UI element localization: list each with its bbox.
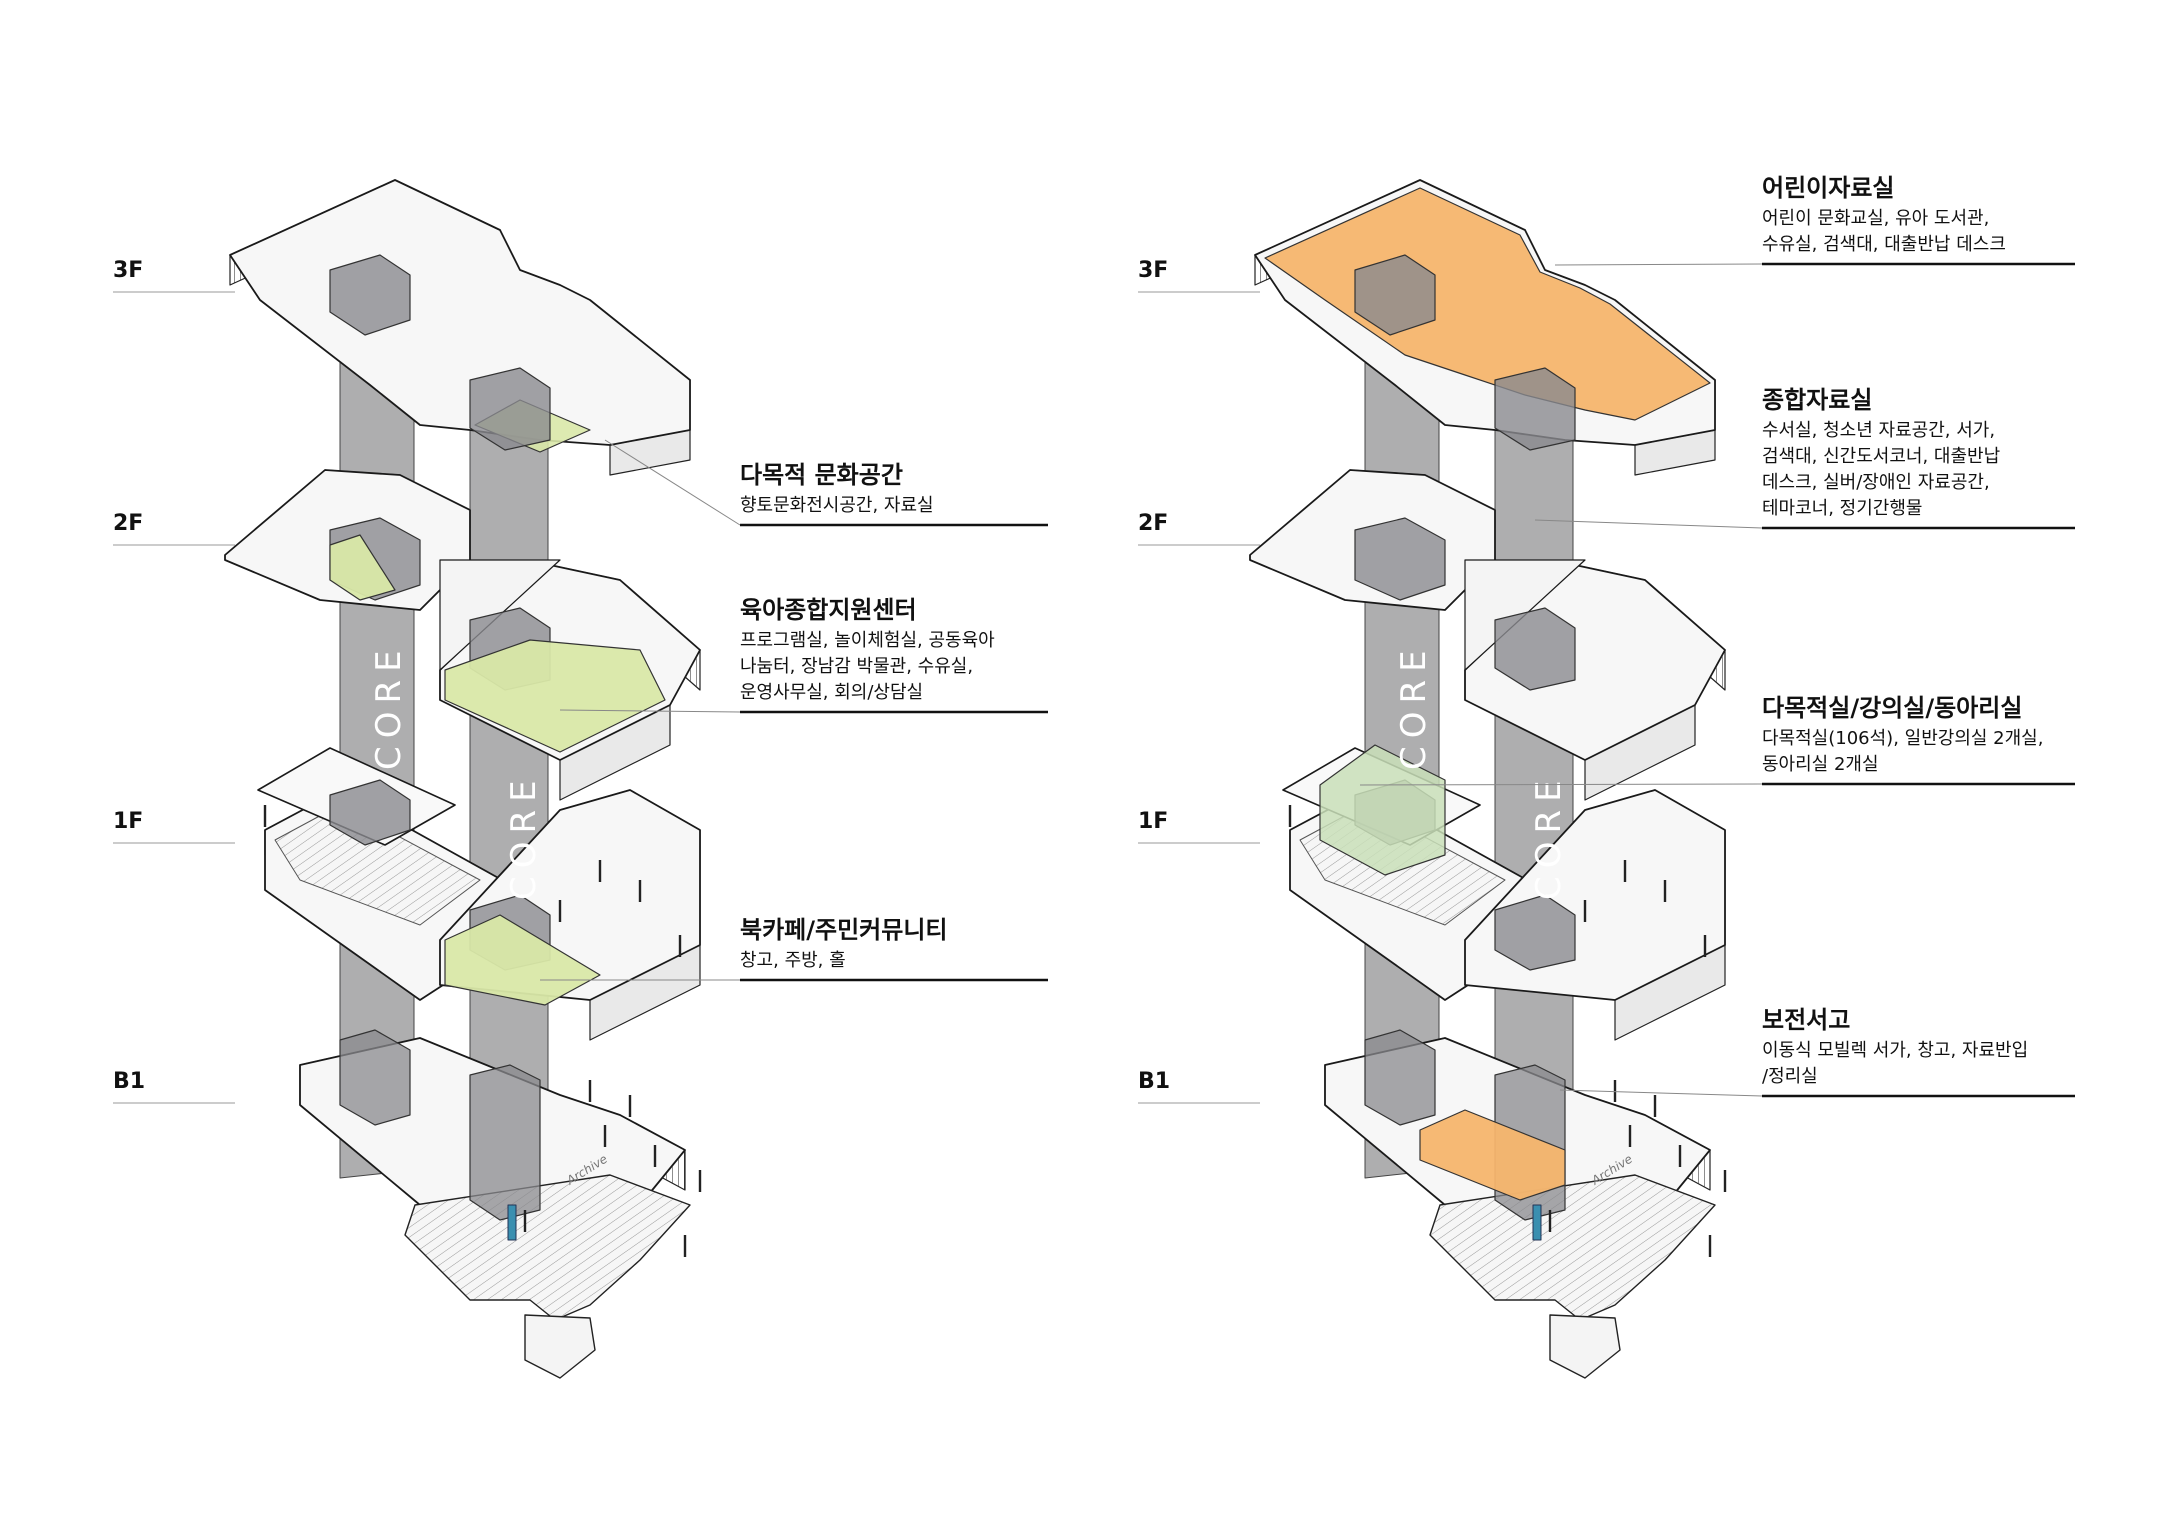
annotation-title: 종합자료실 — [1762, 386, 1873, 414]
b1-archive-highlight — [1419, 1109, 1566, 1201]
annotation-line: 검색대, 신간도서코너, 대출반납 — [1762, 446, 2001, 467]
b1-core-room — [339, 1029, 411, 1126]
b1-core-room — [1364, 1029, 1436, 1126]
2f-culture-highlight — [329, 534, 396, 601]
annotation-title: 어린이자료실 — [1762, 174, 1895, 202]
b1-stair — [1429, 1174, 1716, 1321]
floor-label-3f: 3F — [113, 258, 144, 283]
1f-core-room — [1494, 894, 1576, 971]
core-label: CORE — [1394, 642, 1434, 770]
stair-shaft — [1532, 1204, 1542, 1241]
annotation-title: 다목적실/강의실/동아리실 — [1762, 694, 2023, 722]
annotation-line: 다목적실(106석), 일반강의실 2개실, — [1762, 728, 2044, 749]
annotation-line: 이동식 모빌렉 서가, 창고, 자료반입 — [1762, 1040, 2029, 1061]
annotation-line: 수서실, 청소년 자료공간, 서가, — [1762, 420, 1996, 441]
floor-label-2f: 2F — [113, 511, 144, 536]
annotation-line: 나눔터, 장남감 박물관, 수유실, — [740, 656, 974, 677]
annotation-line: 운영사무실, 회의/상담실 — [740, 682, 924, 703]
floor-label-b1: B1 — [113, 1069, 146, 1094]
3f-core-room — [1354, 254, 1436, 336]
floor-label-1f: 1F — [1138, 809, 1169, 834]
annotation-leader — [604, 439, 741, 526]
floor-plate — [229, 179, 691, 446]
annotation-leader — [1559, 1089, 1763, 1097]
annotation-line: 어린이 문화교실, 유아 도서관, — [1762, 208, 1990, 229]
floor-3f — [229, 179, 691, 476]
annotation-line: 데스크, 실버/장애인 자료공간, — [1762, 472, 1990, 493]
annotation-line: 창고, 주방, 홀 — [740, 950, 846, 971]
stair-shaft — [507, 1204, 517, 1241]
core-label: CORE — [369, 642, 409, 770]
annotation-title: 북카페/주민커뮤니티 — [740, 916, 948, 944]
annotation-line: 동아리실 2개실 — [1762, 754, 1879, 775]
3f-children-highlight — [1264, 187, 1711, 421]
b1-stair-end — [1549, 1314, 1621, 1379]
2f-core-room — [1354, 517, 1446, 601]
floor-label-1f: 1F — [113, 809, 144, 834]
annotation-line: 프로그램실, 놀이체험실, 공동육아 — [740, 630, 995, 651]
1f-core-room — [329, 779, 411, 846]
annotation-line: /정리실 — [1762, 1066, 1818, 1087]
annotation-line: 향토문화전시공간, 자료실 — [740, 495, 934, 516]
floor-label-2f: 2F — [1138, 511, 1169, 536]
annotation-title: 보전서고 — [1762, 1006, 1851, 1034]
annotation-leader — [559, 709, 741, 713]
floor-label-b1: B1 — [1138, 1069, 1171, 1094]
core-label: CORE — [504, 772, 544, 900]
annotation-title: 육아종합지원센터 — [740, 596, 917, 624]
1f-cafe-highlight — [444, 914, 601, 1006]
b1-core-room — [469, 1064, 541, 1221]
core-label: CORE — [1529, 772, 1569, 900]
annotation-leader — [1534, 519, 1763, 529]
annotation-leader — [1359, 783, 1763, 786]
annotation-line: 수유실, 검색대, 대출반납 데스크 — [1762, 234, 2006, 255]
b1-stair — [404, 1174, 691, 1321]
2f-childcare-highlight — [444, 639, 666, 753]
2f-core-room — [1494, 607, 1576, 691]
3f-core-room — [469, 367, 551, 451]
annotation-title: 다목적 문화공간 — [740, 461, 903, 489]
3f-core-room — [329, 254, 411, 336]
3f-core-room — [1494, 367, 1576, 451]
floor-label-3f: 3F — [1138, 258, 1169, 283]
b1-stair-end — [524, 1314, 596, 1379]
annotation-leader — [1554, 263, 1763, 266]
annotation-line: 테마코너, 정기간행물 — [1762, 498, 1923, 519]
floor-2f-east — [1464, 564, 1726, 801]
1f-multi-highlight — [1319, 744, 1446, 876]
